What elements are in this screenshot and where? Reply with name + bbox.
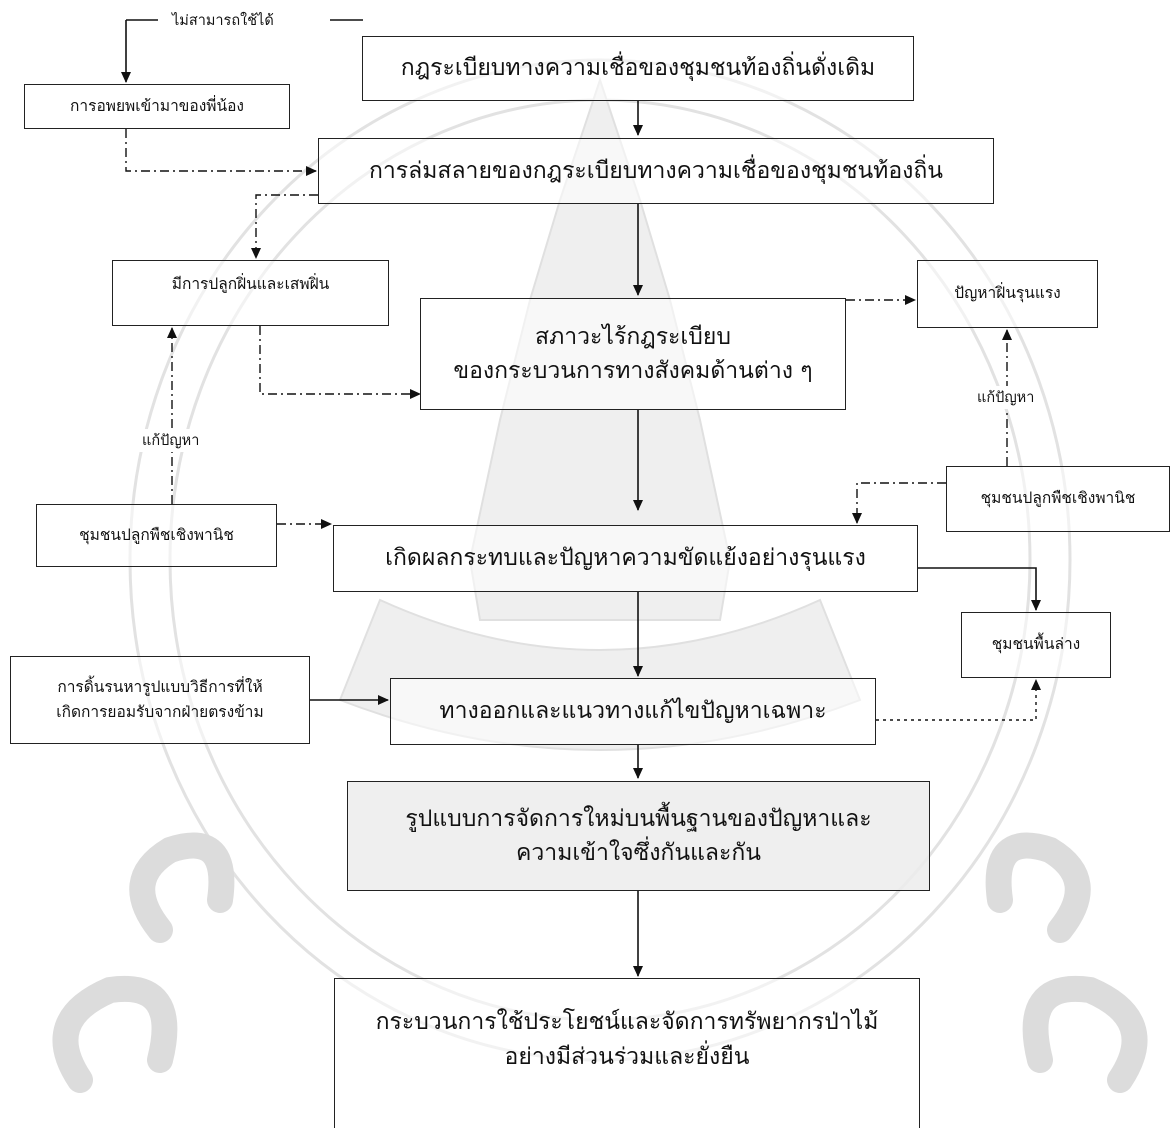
traditional-rules-box: กฎระเบียบทางความเชื่อของชุมชนท้องถิ่นดั่… bbox=[362, 36, 914, 101]
conflict-box: เกิดผลกระทบและปัญหาความขัดแย้งอย่างรุนแร… bbox=[333, 525, 918, 592]
conflict-text: เกิดผลกระทบและปัญหาความขัดแย้งอย่างรุนแร… bbox=[385, 545, 866, 572]
no-rules-text-line2: ของกระบวนการทางสังคมด้านต่าง ๆ bbox=[453, 358, 813, 384]
migration-text: การอพยพเข้ามาของพี่น้อง bbox=[70, 96, 244, 115]
participation-text-line2: อย่างมีส่วนร่วมและยั่งยืน bbox=[504, 1043, 750, 1070]
opium-growing-box: มีการปลูกฝิ่นและเสพฝิ่น bbox=[112, 260, 389, 326]
opium-problem-box: ปัญหาฝิ่นรุนแรง bbox=[917, 260, 1098, 328]
solve-problem-label-right: แก้ปัญหา bbox=[973, 386, 1039, 409]
struggle-text-line2: เกิดการยอมรับจากฝ่ายตรงข้าม bbox=[56, 703, 264, 721]
cash-crop-right-box: ชุมชนปลูกพืชเชิงพานิช bbox=[946, 466, 1170, 532]
participation-box: กระบวนการใช้ประโยชน์และจัดการทรัพยากรป่า… bbox=[334, 978, 920, 1128]
solution-text: ทางออกและแนวทางแก้ไขปัญหาเฉพาะ bbox=[439, 698, 827, 725]
new-model-text-line2: ความเข้าใจซึ่งกันและกัน bbox=[516, 840, 761, 866]
lowland-community-box: ชุมชนพื้นล่าง bbox=[961, 612, 1111, 678]
new-model-box: รูปแบบการจัดการใหม่บนพื้นฐานของปัญหาและ … bbox=[347, 781, 930, 891]
new-model-text-line1: รูปแบบการจัดการใหม่บนพื้นฐานของปัญหาและ bbox=[405, 805, 872, 832]
unusable-label: ไม่สามารถใช้ได้ bbox=[168, 9, 278, 32]
traditional-rules-text: กฎระเบียบทางความเชื่อของชุมชนท้องถิ่นดั่… bbox=[400, 55, 876, 82]
struggle-text-line1: การดิ้นรนหารูปแบบวิธีการที่ให้ bbox=[57, 678, 263, 697]
cash-crop-left-text: ชุมชนปลูกพืชเชิงพานิช bbox=[79, 525, 234, 544]
solve-problem-label-left: แก้ปัญหา bbox=[138, 429, 204, 452]
solution-box: ทางออกและแนวทางแก้ไขปัญหาเฉพาะ bbox=[390, 678, 876, 745]
lowland-community-text: ชุมชนพื้นล่าง bbox=[991, 635, 1081, 654]
collapse-text: การล่มสลายของกฎระเบียบทางความเชื่อของชุม… bbox=[368, 157, 944, 184]
struggle-box: การดิ้นรนหารูปแบบวิธีการที่ให้ เกิดการยอ… bbox=[10, 656, 310, 744]
opium-problem-text: ปัญหาฝิ่นรุนแรง bbox=[954, 284, 1061, 303]
opium-growing-text: มีการปลูกฝิ่นและเสพฝิ่น bbox=[171, 275, 330, 293]
migration-box: การอพยพเข้ามาของพี่น้อง bbox=[24, 84, 290, 129]
cash-crop-left-box: ชุมชนปลูกพืชเชิงพานิช bbox=[36, 504, 277, 567]
collapse-box: การล่มสลายของกฎระเบียบทางความเชื่อของชุม… bbox=[318, 138, 994, 204]
no-rules-text-line1: สภาวะไร้กฎระเบียบ bbox=[535, 323, 731, 350]
cash-crop-right-text: ชุมชนปลูกพืชเชิงพานิช bbox=[980, 489, 1136, 508]
no-rules-box: สภาวะไร้กฎระเบียบ ของกระบวนการทางสังคมด้… bbox=[420, 298, 846, 410]
participation-text-line1: กระบวนการใช้ประโยชน์และจัดการทรัพยากรป่า… bbox=[375, 1009, 879, 1035]
